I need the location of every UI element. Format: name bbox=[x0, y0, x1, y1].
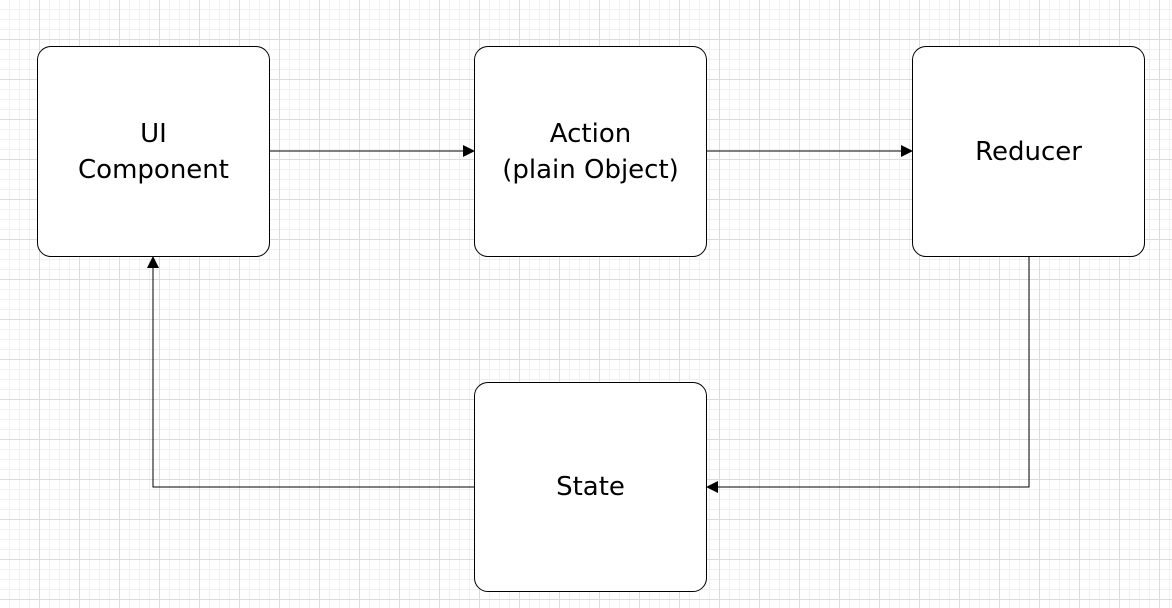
node-reducer-label: Reducer bbox=[975, 136, 1082, 167]
edge-state-to-ui bbox=[147, 256, 474, 488]
edge-reducer-to-state bbox=[706, 257, 1030, 493]
node-state[interactable]: State bbox=[474, 382, 707, 592]
node-action-label: Action (plain Object) bbox=[502, 118, 679, 185]
node-ui-component-label: UI Component bbox=[78, 118, 229, 185]
node-reducer[interactable]: Reducer bbox=[912, 46, 1145, 257]
node-ui-component[interactable]: UI Component bbox=[37, 46, 270, 257]
node-state-label: State bbox=[556, 472, 625, 502]
node-action[interactable]: Action (plain Object) bbox=[474, 46, 707, 257]
